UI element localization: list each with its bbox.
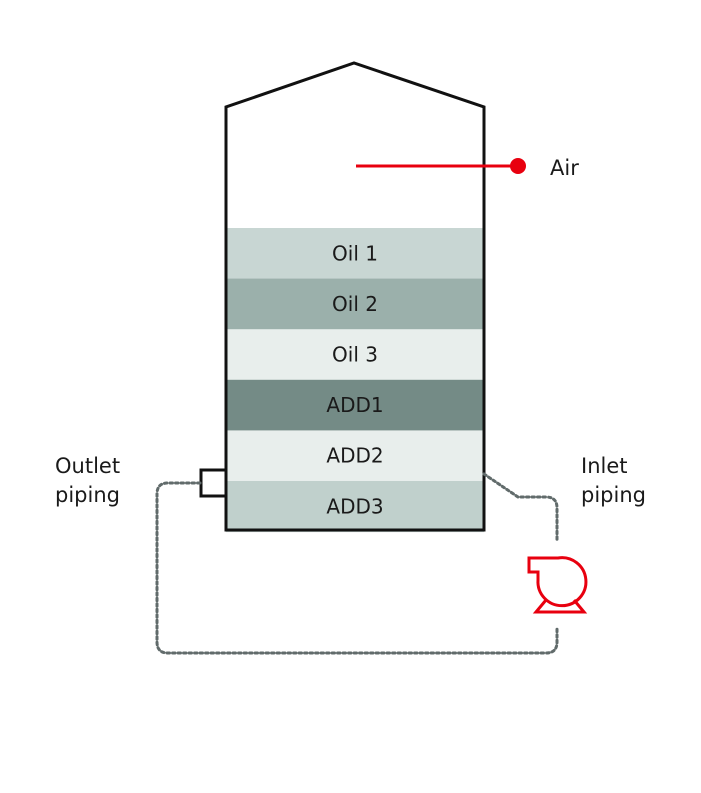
outlet-nozzle	[199, 468, 228, 498]
air-label: Air	[550, 156, 579, 180]
tank-layer-label: ADD3	[326, 494, 383, 518]
tank-layer-oil-1	[226, 228, 484, 280]
tank-layer-oil-3	[226, 329, 484, 381]
tank-layer-add2	[226, 430, 484, 482]
tank-layer-add3	[226, 481, 484, 533]
inlet-label-line1: Inlet	[581, 454, 628, 478]
tank-layer-label: ADD1	[326, 393, 383, 417]
tank-outline	[224, 61, 486, 532]
air-sensor-dot	[510, 158, 526, 174]
tank-layer-add1	[226, 379, 484, 431]
outlet-label-line2: piping	[55, 483, 120, 507]
tank-layer-label: Oil 2	[332, 292, 378, 316]
inlet-pipe	[482, 472, 559, 542]
tank-layer-label: ADD2	[326, 444, 383, 468]
outlet-label-line1: Outlet	[55, 454, 120, 478]
pump-icon	[527, 556, 588, 614]
outlet-pipe	[155, 481, 559, 655]
tank-layer-label: Oil 3	[332, 343, 378, 367]
tank-layer-label: Oil 1	[332, 241, 378, 265]
tank-layer-oil-2	[226, 278, 484, 330]
inlet-label-line2: piping	[581, 483, 646, 507]
